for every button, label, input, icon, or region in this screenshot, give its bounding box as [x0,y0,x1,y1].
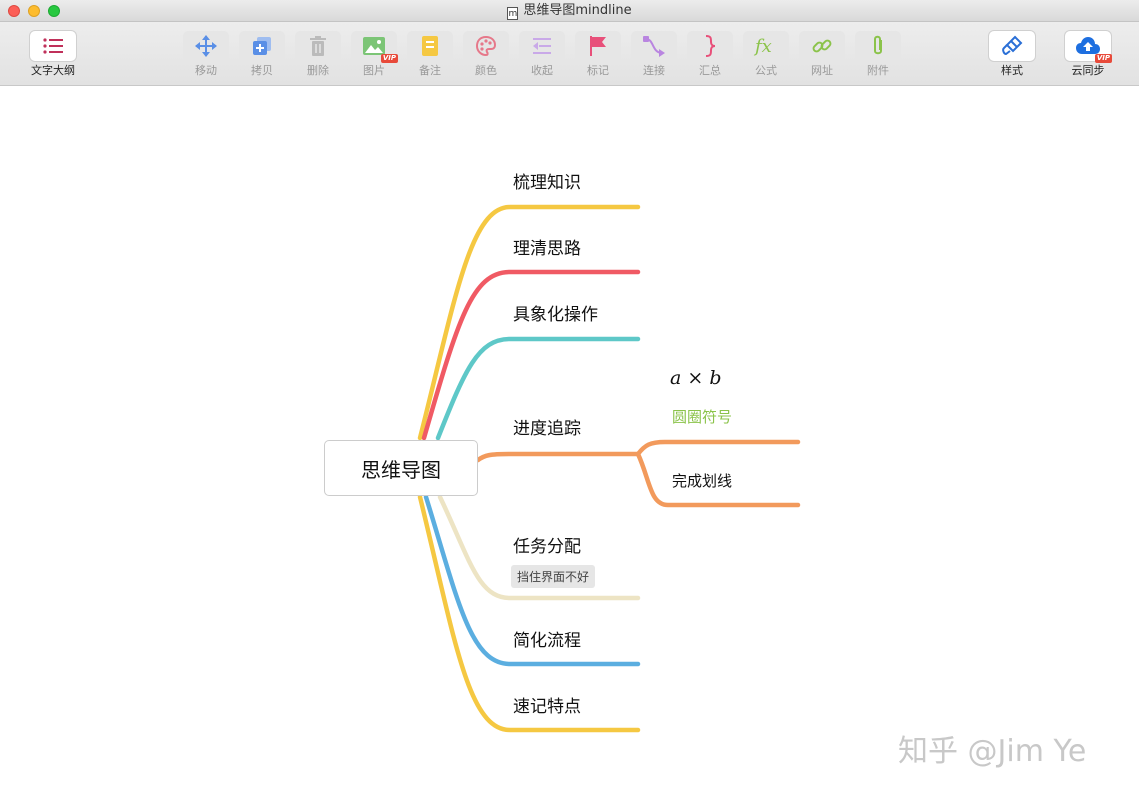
branch-node-1[interactable]: 梳理知识 [513,173,581,193]
formula-button[interactable]: fx 公式 [743,31,789,77]
window-title-text: 思维导图mindline [523,3,632,18]
palette-icon [475,35,497,57]
window-title: m 思维导图mindline [0,3,1139,20]
document-icon: m [507,7,519,20]
move-label: 移动 [195,64,217,77]
connect-icon [643,36,665,57]
style-label: 样式 [1001,64,1023,77]
branch-node-6[interactable]: 简化流程 [513,631,581,651]
branch-node-4[interactable]: 进度追踪 [513,419,581,439]
branch-node-3[interactable]: 具象化操作 [513,305,598,325]
branch-line-4 [475,451,641,463]
cloud-vip-badge: VIP [1094,54,1112,63]
copy-icon [253,37,271,55]
mark-button[interactable]: 标记 [575,31,621,77]
url-button[interactable]: 网址 [799,31,845,77]
image-button[interactable]: VIP 图片 [351,31,398,77]
circle-symbol-node[interactable]: 圆圈符号 [672,408,733,426]
flag-icon [590,36,606,56]
strikethrough-node[interactable]: 完成划线 [672,472,733,490]
fx-icon: fx [753,36,772,57]
attachment-label: 附件 [867,64,889,77]
sub-line-1 [635,439,801,457]
outline-button[interactable]: 文字大纲 [30,31,76,77]
cloud-upload-icon [1076,37,1100,54]
branch-line-2 [421,269,641,441]
connect-label: 连接 [643,64,665,77]
collapse-button[interactable]: 收起 [519,31,565,77]
branch-node-5[interactable]: 任务分配 [513,537,581,557]
branch-line-6 [423,494,641,667]
branch-line-7 [417,494,641,733]
root-node[interactable]: 思维导图 [324,440,478,496]
branch-node-7[interactable]: 速记特点 [513,697,581,717]
sub-line-2 [635,451,801,508]
paperclip-icon [874,35,882,55]
connect-button[interactable]: 连接 [631,31,677,77]
image-icon [363,37,385,55]
branch-line-1 [417,204,641,441]
move-button[interactable]: 移动 [183,31,229,77]
brush-icon [1002,35,1023,56]
trash-icon [310,36,326,56]
copy-label: 拷贝 [251,64,273,77]
brace-icon [705,35,716,57]
color-label: 颜色 [475,64,497,77]
image-vip-badge: VIP [380,54,398,63]
note-button[interactable]: 备注 [407,31,453,77]
style-button[interactable]: 样式 [989,31,1035,77]
delete-button[interactable]: 删除 [295,31,341,77]
image-label: 图片 [363,64,385,77]
move-arrows-icon [195,35,217,57]
close-window-button[interactable] [8,5,20,17]
copy-button[interactable]: 拷贝 [239,31,285,77]
note-icon [422,36,438,56]
note-label: 备注 [419,64,441,77]
svg-text:fx: fx [753,36,772,57]
branch-line-3 [435,336,641,441]
list-icon [43,38,63,54]
branch-node-2[interactable]: 理清思路 [513,239,581,259]
toolbar: 文字大纲 移动 拷贝 删除 [0,22,1139,86]
minimize-window-button[interactable] [28,5,40,17]
watermark: 知乎 @Jim Ye [898,734,1087,769]
collapse-icon [533,38,551,54]
attachment-button[interactable]: 附件 [855,31,901,77]
color-button[interactable]: 颜色 [463,31,509,77]
outline-label: 文字大纲 [31,64,75,77]
formula-node[interactable]: a × b [670,367,722,389]
title-bar: m 思维导图mindline [0,0,1139,22]
branch-line-5 [437,494,641,601]
summary-label: 汇总 [699,64,721,77]
root-node-label: 思维导图 [361,457,441,482]
collapse-label: 收起 [531,64,553,77]
maximize-window-button[interactable] [48,5,60,17]
delete-label: 删除 [307,64,329,77]
link-icon [812,39,832,53]
url-label: 网址 [811,64,833,77]
cloud-sync-label: 云同步 [1071,64,1105,77]
cloud-sync-button[interactable]: VIP 云同步 [1065,31,1112,77]
formula-label: 公式 [755,64,777,77]
branch-note[interactable]: 挡住界面不好 [511,565,596,588]
mark-label: 标记 [587,64,609,77]
summary-button[interactable]: 汇总 [687,31,733,77]
